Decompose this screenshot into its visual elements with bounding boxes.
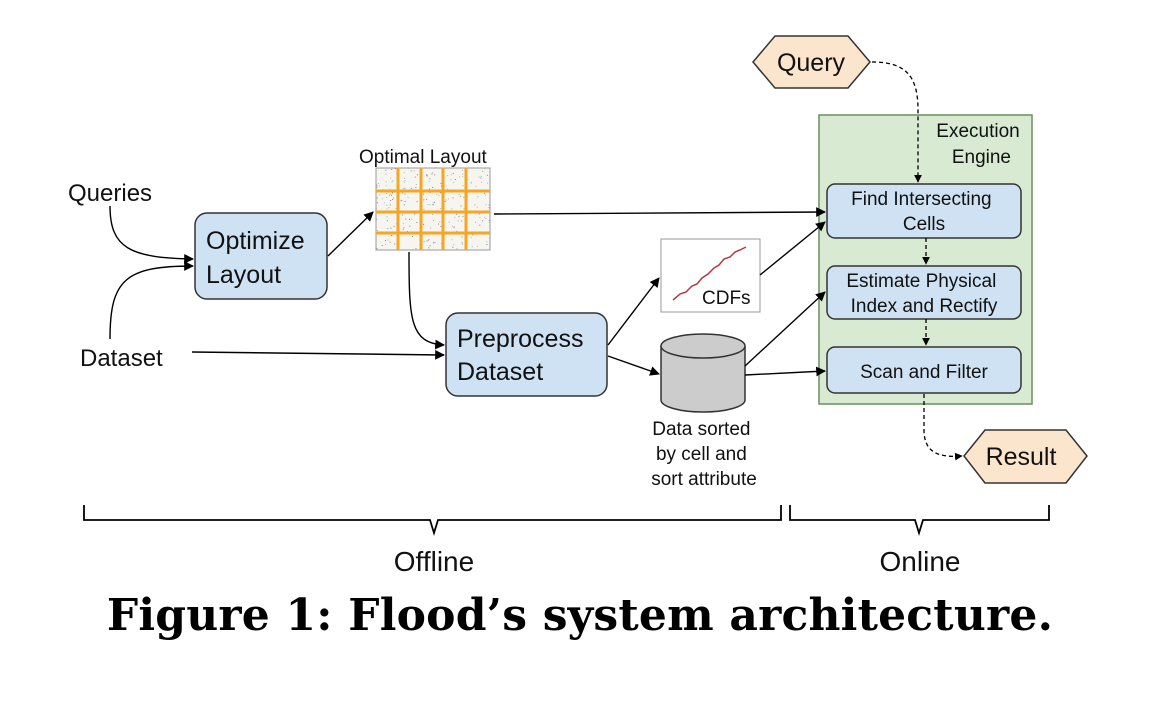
svg-text:Scan and Filter: Scan and Filter xyxy=(860,362,988,383)
query-terminal: Query xyxy=(752,35,871,89)
cdfs-chart: CDFs xyxy=(660,238,761,313)
arrow-layout-to-find-cells xyxy=(493,207,826,217)
online-label: Online xyxy=(880,546,961,577)
svg-text:CDFs: CDFs xyxy=(702,288,751,309)
svg-text:Preprocess Dataset: Preprocess Dataset xyxy=(457,325,590,386)
preprocess-dataset-box: Preprocess Dataset xyxy=(445,312,608,397)
data-storage-cylinder xyxy=(660,333,746,413)
figure-caption: Figure 1: Flood’s system architecture. xyxy=(106,590,1054,641)
arrow-query-to-engine xyxy=(871,61,922,183)
svg-text:Result: Result xyxy=(986,443,1057,471)
optimal-layout-grid xyxy=(375,167,491,251)
result-terminal: Result xyxy=(963,429,1088,484)
svg-text:Query: Query xyxy=(777,49,846,77)
execution-engine-title: Execution Engine xyxy=(936,121,1025,168)
optimize-layout-box: Optimize Layout xyxy=(194,212,328,300)
online-brace xyxy=(789,505,1050,537)
arrow-cdfs-to-find-cells xyxy=(759,221,826,276)
queries-label: Queries xyxy=(68,180,152,207)
scan-and-filter-box: Scan and Filter xyxy=(826,346,1022,394)
arrow-preprocess-to-cdfs xyxy=(607,277,660,346)
arrow-optimize-to-layout xyxy=(327,211,374,257)
arrow-preprocess-to-data xyxy=(607,355,660,376)
dataset-label: Dataset xyxy=(80,345,163,372)
offline-label: Offline xyxy=(394,546,474,577)
arrow-dataset-to-preprocess xyxy=(191,349,445,360)
arrow-dataset-to-optimize xyxy=(109,261,194,340)
arrow-layout-to-preprocess xyxy=(408,251,445,350)
arrow-data-to-estimate xyxy=(744,291,826,367)
svg-text:Optimize Layout: Optimize Layout xyxy=(206,227,312,289)
offline-brace xyxy=(83,505,782,537)
svg-text:Estimate Physical Index: Estimate Physical Index and Rectify xyxy=(846,271,1001,317)
optimal-layout-label: Optimal Layout xyxy=(359,147,488,168)
arrow-queries-to-optimize xyxy=(109,205,194,264)
svg-text:Find Intersecting Cells: Find Intersecting Cells xyxy=(851,189,997,235)
arrow-data-to-scan xyxy=(744,366,826,377)
data-sorted-label: Data sorted by cell and sort attribute xyxy=(651,419,757,490)
arrow-scan-to-result xyxy=(923,394,963,461)
estimate-physical-index-box: Estimate Physical Index and Rectify xyxy=(826,265,1022,320)
find-intersecting-cells-box: Find Intersecting Cells xyxy=(826,183,1022,239)
